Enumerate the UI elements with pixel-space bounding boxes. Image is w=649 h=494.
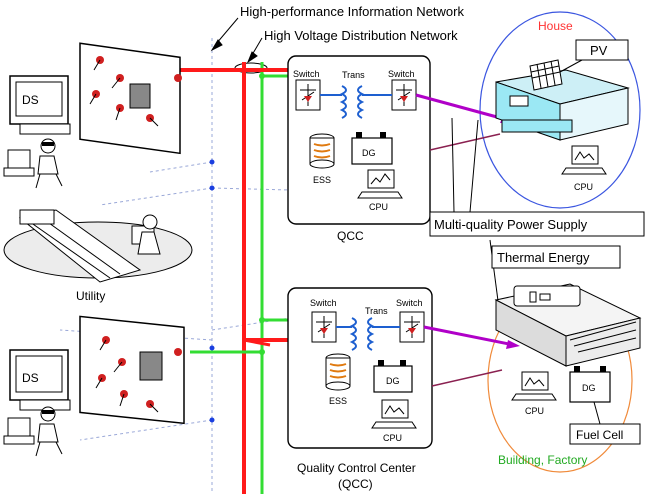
house-boundary bbox=[479, 11, 641, 209]
qcc-bottom-switch-right bbox=[399, 311, 425, 343]
switch-label-1: Switch bbox=[293, 69, 320, 79]
qcc-top-label: QCC bbox=[337, 229, 364, 243]
multi-quality-label: Multi-quality Power Supply bbox=[434, 217, 588, 232]
dg-label-building: DG bbox=[582, 383, 596, 393]
pv-panel-icon bbox=[529, 59, 563, 91]
qcc-full-label: Quality Control Center bbox=[297, 461, 416, 475]
fuel-cell-pointer bbox=[593, 401, 601, 425]
ds-label-bottom: DS bbox=[22, 371, 39, 385]
ds-panel-top bbox=[9, 42, 182, 155]
cpu-icon-qcc-bottom bbox=[371, 399, 417, 429]
cpu-icon-building bbox=[511, 371, 557, 401]
ds-label-top: DS bbox=[22, 93, 39, 107]
dg-icon-top bbox=[351, 132, 393, 165]
utility-label: Utility bbox=[76, 289, 105, 303]
pv-label: PV bbox=[590, 43, 608, 58]
ess-label-top: ESS bbox=[313, 175, 331, 185]
switch-label-4: Switch bbox=[396, 298, 423, 308]
multi-quality-box bbox=[429, 211, 645, 237]
ess-icon-bottom bbox=[325, 353, 351, 391]
feeder-arrow-bottom bbox=[506, 340, 520, 349]
utility-console-icon bbox=[18, 209, 161, 283]
thermal-label: Thermal Energy bbox=[497, 250, 590, 265]
qcc-abbr-label: (QCC) bbox=[338, 477, 373, 491]
ess-label-bottom: ESS bbox=[329, 396, 347, 406]
qcc-top-switch-left bbox=[295, 79, 321, 111]
cpu-icon-qcc-top bbox=[357, 169, 403, 199]
cpu-label-qcc-top: CPU bbox=[369, 202, 388, 212]
trans-label-2: Trans bbox=[365, 306, 388, 316]
dg-label-top: DG bbox=[362, 148, 376, 158]
junction-dots bbox=[259, 73, 265, 355]
building-icon bbox=[494, 283, 642, 367]
switch-label-2: Switch bbox=[388, 69, 415, 79]
cpu-label-building: CPU bbox=[525, 406, 544, 416]
dg-icon-bottom bbox=[373, 360, 413, 393]
ess-icon-top bbox=[309, 133, 335, 169]
operator-top-icon bbox=[3, 138, 63, 189]
fuel-cell-box bbox=[569, 423, 641, 445]
hv-network-label: High Voltage Distribution Network bbox=[264, 28, 458, 43]
switch-label-3: Switch bbox=[310, 298, 337, 308]
ds-panel-bottom bbox=[9, 315, 185, 425]
house-icon bbox=[495, 69, 630, 141]
info-network-label: High-performance Information Network bbox=[240, 4, 464, 19]
cpu-icon-house bbox=[561, 145, 607, 175]
dg-icon-building bbox=[569, 366, 611, 403]
fuel-cell-label: Fuel Cell bbox=[576, 428, 623, 442]
qcc-top-switch-right bbox=[391, 79, 417, 111]
pv-callout bbox=[559, 39, 629, 73]
transformer-icon-bottom bbox=[336, 317, 400, 351]
feeder-lines bbox=[415, 93, 515, 347]
thermal-box bbox=[491, 245, 621, 269]
cpu-label-house: CPU bbox=[574, 182, 593, 192]
dg-label-bottom: DG bbox=[386, 376, 400, 386]
trans-label-1: Trans bbox=[342, 70, 365, 80]
cpu-label-qcc-bottom: CPU bbox=[383, 433, 402, 443]
operator-bottom-icon bbox=[3, 406, 63, 457]
building-label: Building, Factory bbox=[498, 453, 587, 467]
transformer-icon-top bbox=[320, 85, 392, 119]
network-arrows bbox=[210, 17, 263, 64]
qcc-bottom-switch-left bbox=[311, 311, 337, 343]
comm-nodes bbox=[209, 159, 215, 423]
thin-feeders bbox=[429, 133, 503, 387]
house-label: House bbox=[538, 19, 573, 33]
